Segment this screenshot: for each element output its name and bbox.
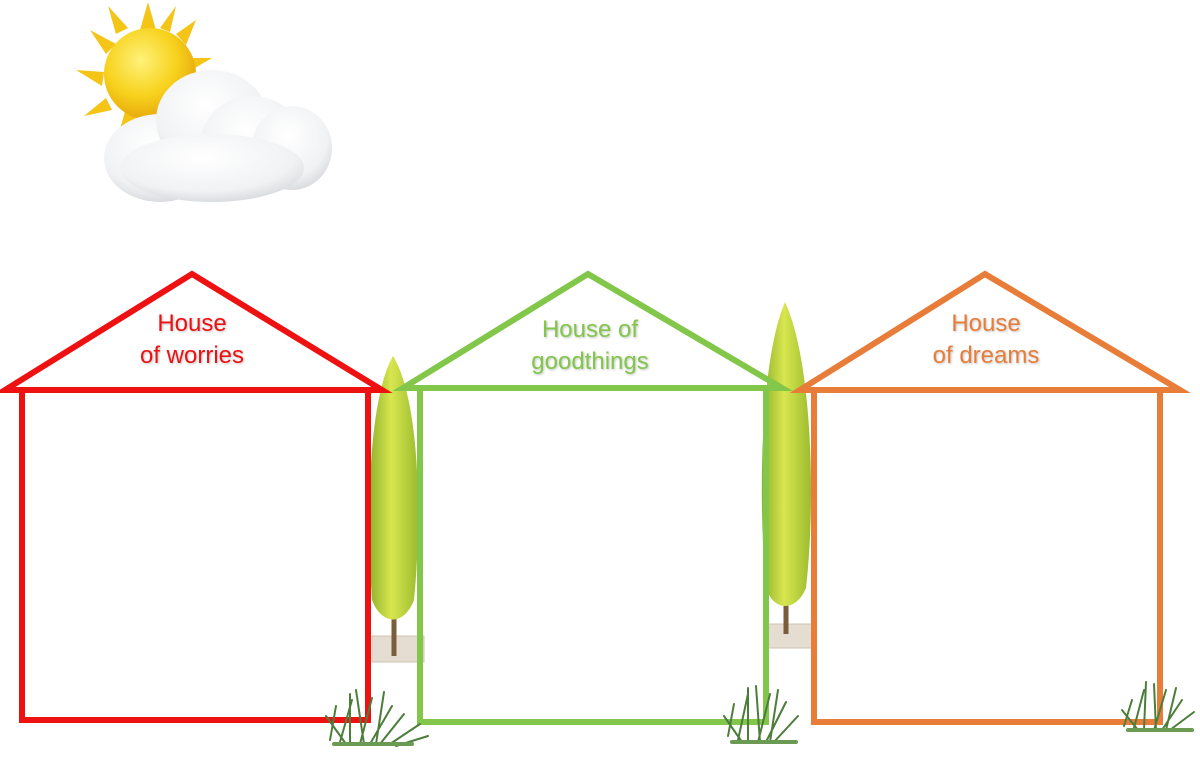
house-goodthings-label-line1: House of bbox=[541, 316, 639, 343]
house-dreams bbox=[789, 270, 1191, 725]
cypress-tree-icon bbox=[369, 356, 425, 663]
house-goodthings bbox=[392, 270, 794, 725]
house-goodthings-label-line2: goodthings bbox=[531, 348, 649, 375]
house-goodthings-body bbox=[417, 385, 769, 725]
grass-tuft-icon bbox=[1121, 681, 1195, 732]
sun-behind-cloud-icon bbox=[76, 2, 332, 202]
cloud-shape bbox=[104, 70, 332, 202]
house-worries bbox=[0, 270, 393, 723]
house-worries-label-line1: House bbox=[157, 310, 227, 337]
house-worries-label-line2: of worries bbox=[139, 342, 245, 369]
grass-tuft-icon bbox=[723, 685, 799, 744]
house-dreams-body bbox=[811, 387, 1163, 725]
house-goodthings-label: House of goodthings bbox=[508, 314, 672, 378]
house-dreams-label-line2: of dreams bbox=[932, 342, 1040, 369]
house-worries-label: House of worries bbox=[112, 308, 272, 372]
grass-tuft-icon bbox=[325, 689, 429, 747]
house-dreams-label-line1: House bbox=[951, 310, 1021, 337]
house-worries-body bbox=[19, 387, 371, 723]
house-dreams-label: House of dreams bbox=[904, 308, 1068, 372]
cypress-tree-icon bbox=[761, 302, 813, 649]
